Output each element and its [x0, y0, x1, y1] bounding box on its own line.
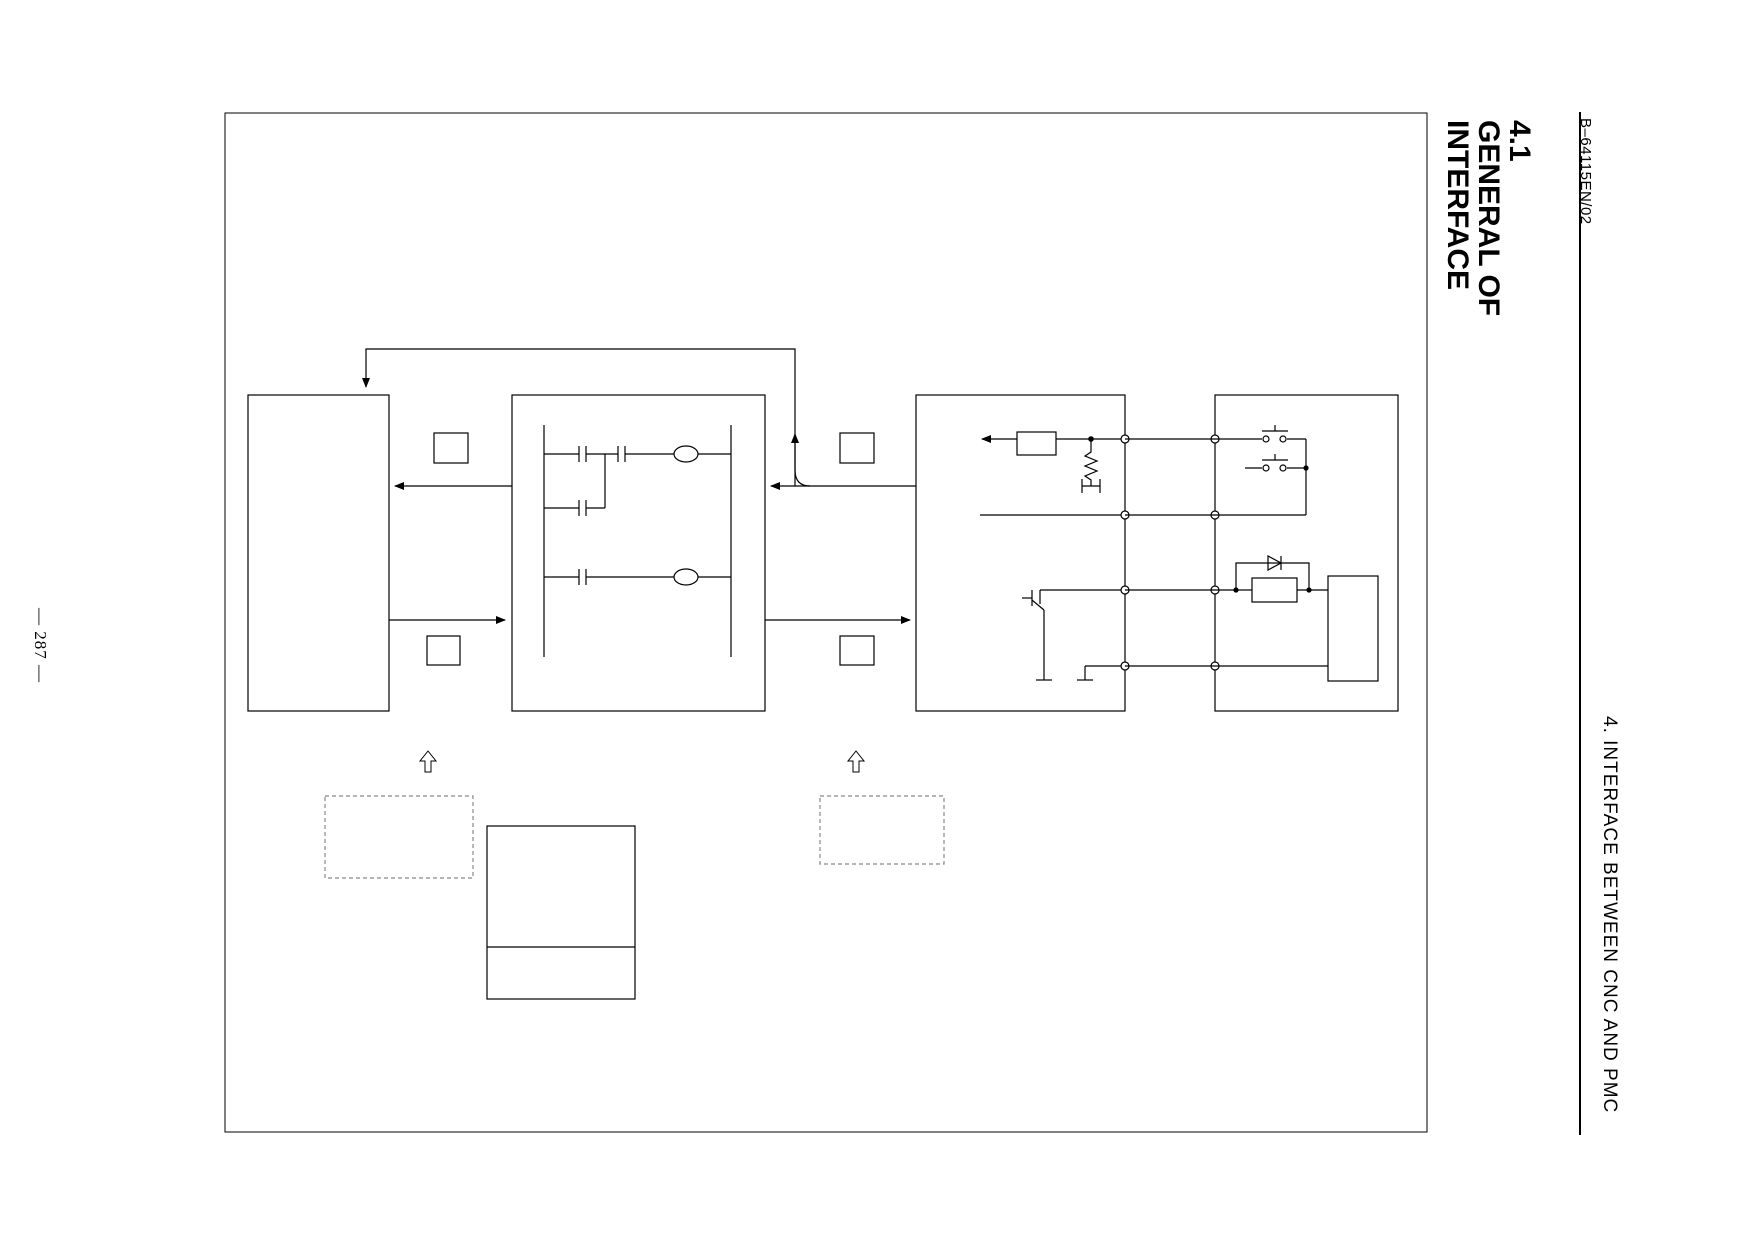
dashed-box	[819, 795, 945, 865]
up-arrow-icon	[846, 750, 866, 773]
up-arrow-icon	[418, 750, 438, 773]
output-circuit	[1022, 589, 1125, 681]
dashed-box	[324, 795, 474, 879]
pmc-block	[511, 394, 766, 712]
cnc-block	[247, 394, 390, 712]
relay-circuit	[1215, 554, 1379, 682]
storage-box	[486, 825, 636, 1000]
signal-box	[433, 432, 469, 464]
feedback-join	[794, 469, 811, 487]
ladder-diagram	[543, 425, 732, 657]
signal-box	[839, 432, 875, 464]
signal-box	[839, 635, 875, 666]
machine-interface-block	[915, 394, 1126, 712]
connector-terminals	[1120, 434, 1220, 671]
switch-circuit	[1215, 425, 1309, 516]
signal-box	[426, 635, 461, 666]
figure-frame	[224, 112, 1428, 1133]
input-circuit	[980, 431, 1125, 516]
feedback-line	[362, 348, 796, 486]
machine-side-block	[1214, 394, 1399, 712]
